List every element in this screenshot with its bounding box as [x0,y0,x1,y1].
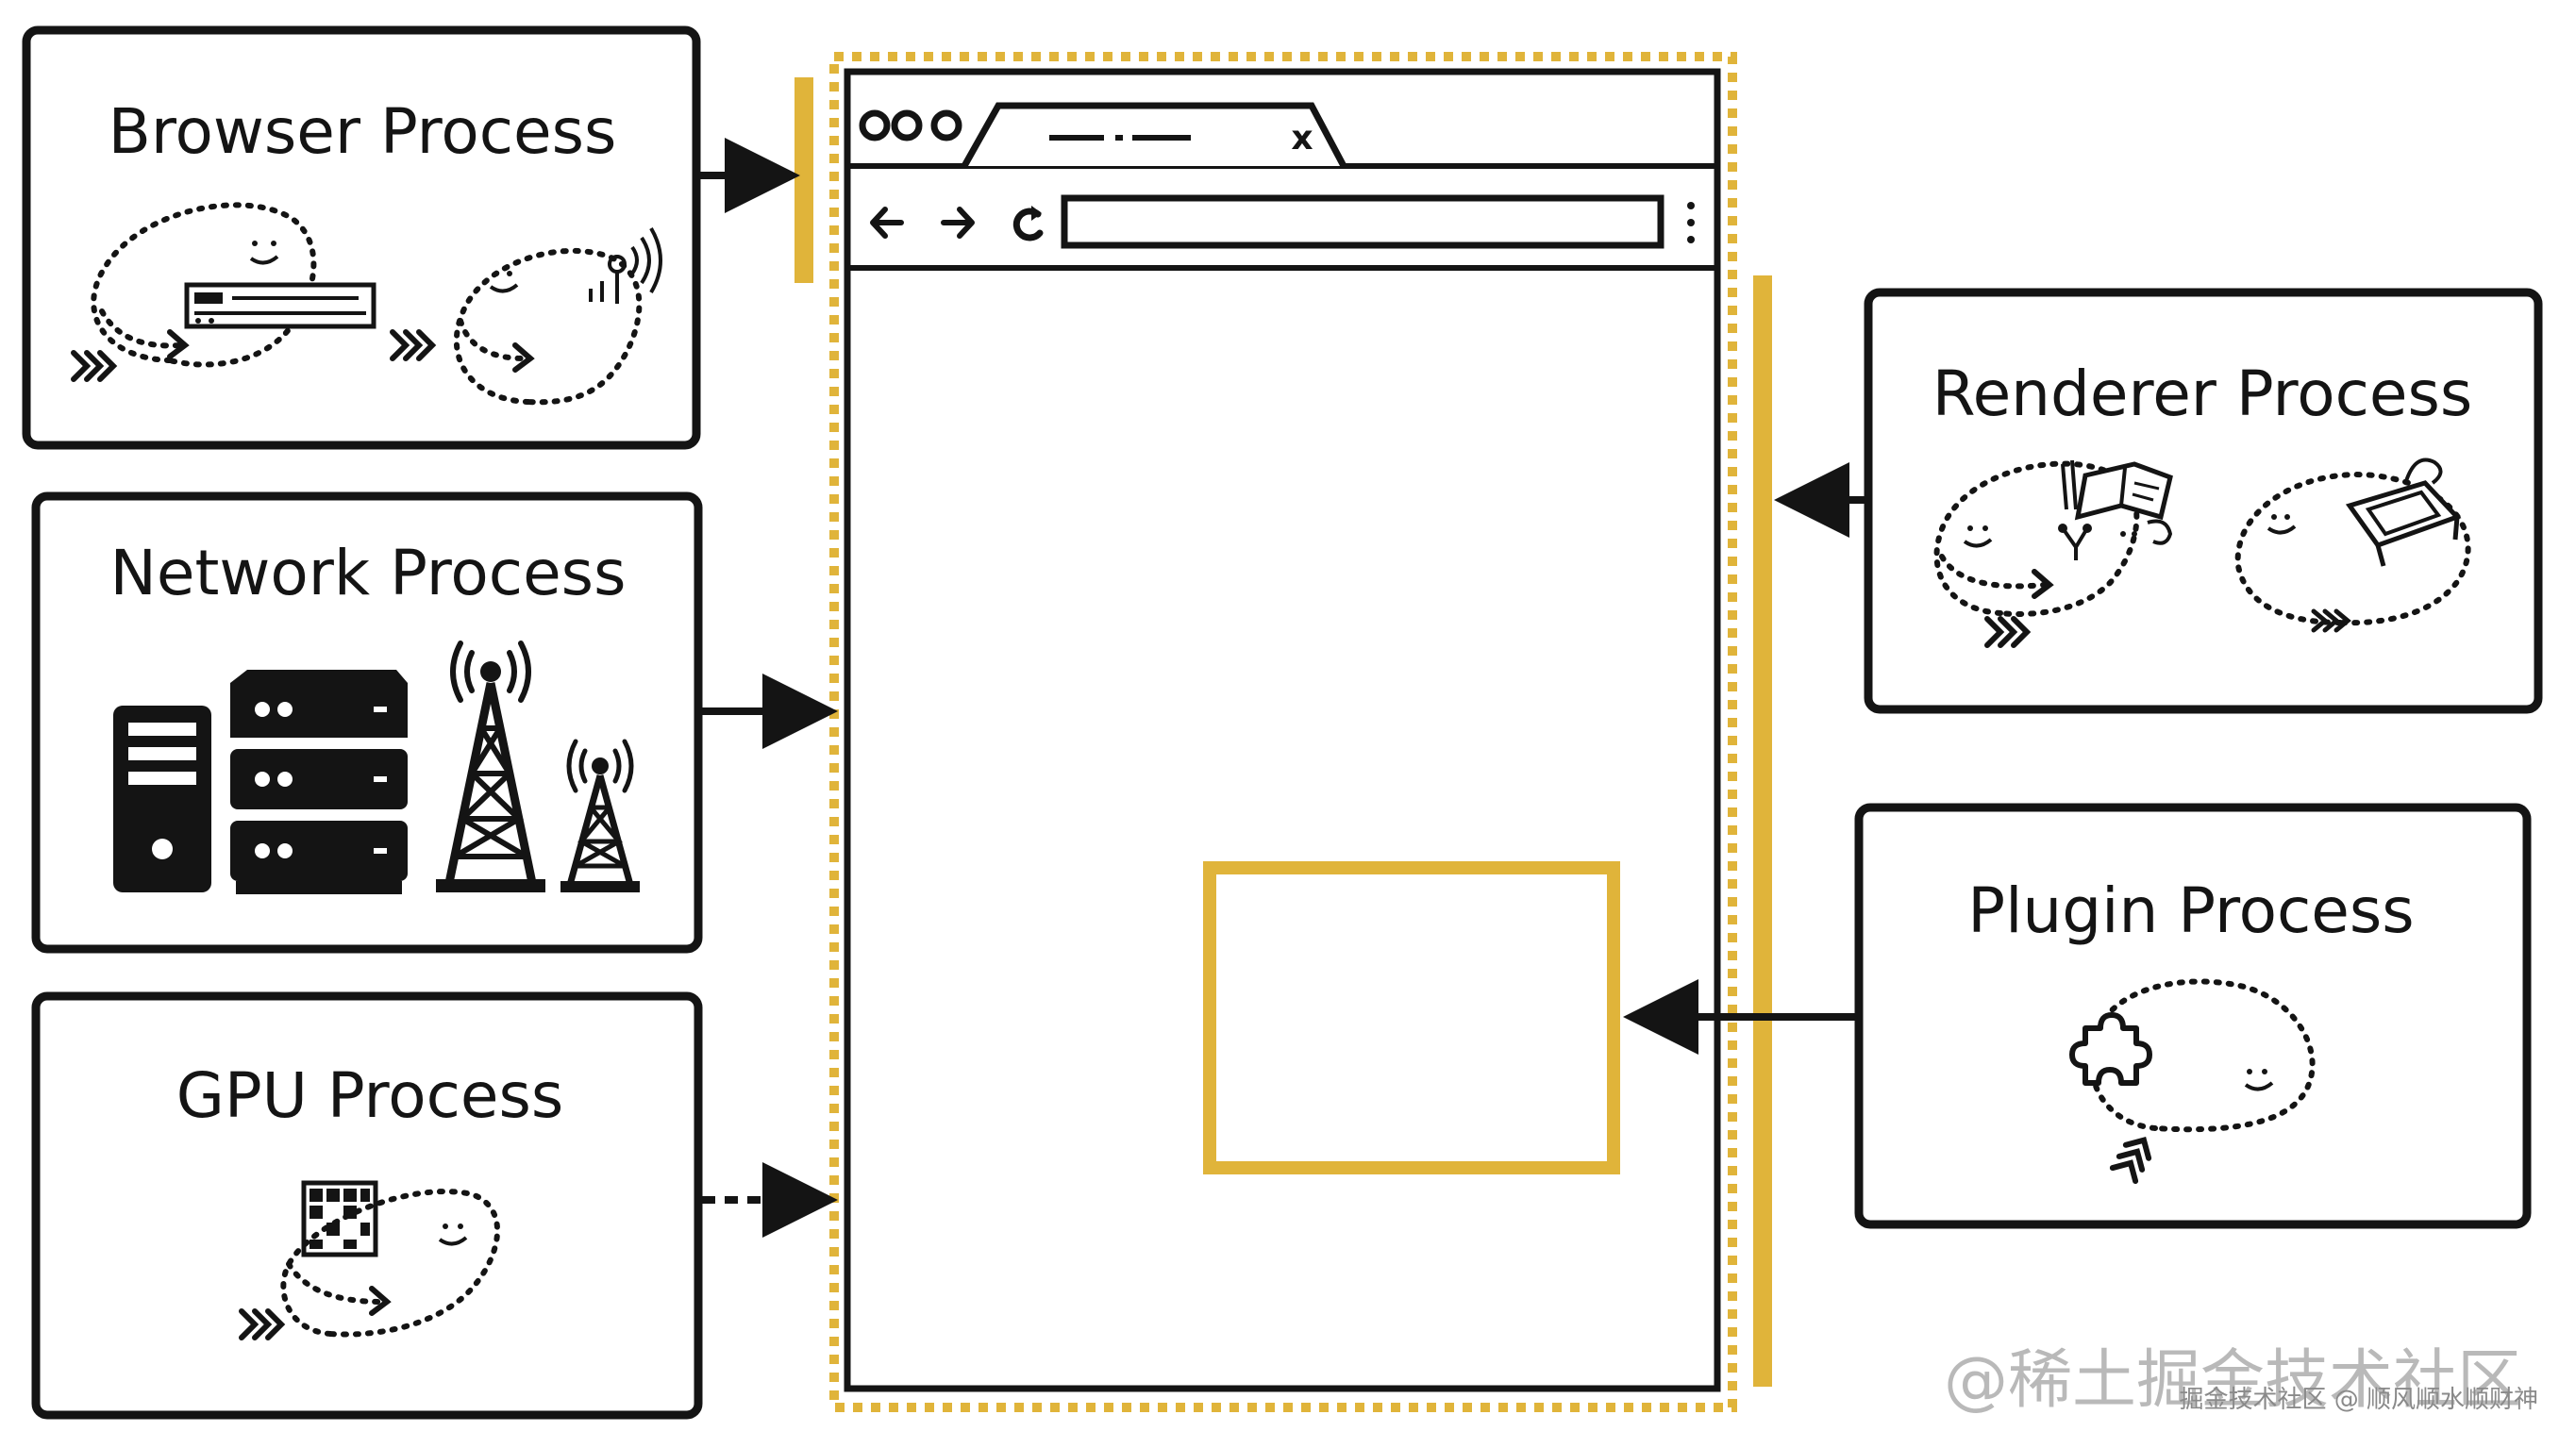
renderer-process-title: Renderer Process [1932,358,2473,430]
back-button[interactable] [870,207,904,239]
gpu-chip-icon [301,1180,378,1257]
reload-icon [1012,208,1044,241]
window-control-dots[interactable] [859,109,962,141]
tab-close-icon[interactable]: x [1291,119,1313,158]
radio-tower-icon [560,739,640,892]
book-icon [2058,459,2173,560]
server-rack-icon [230,670,408,894]
reload-button[interactable] [1012,206,1044,241]
smiley-blob-icon [239,1189,500,1340]
ipc-arrows [700,138,1865,1238]
gpu-process-title: GPU Process [176,1059,564,1132]
antenna-icon [589,226,662,304]
puzzle-piece-icon [2069,1012,2152,1086]
browser-tab[interactable]: x [961,102,1347,168]
menu-kebab-icon[interactable] [1687,202,1695,243]
browser-ui-highlight-bar [795,77,813,283]
laptop-icon [2345,458,2462,567]
browser-process-title: Browser Process [109,95,617,168]
forward-button[interactable] [941,207,975,239]
browser-process-box: Browser Process [22,25,701,450]
browser-chrome-device-icon [184,282,376,329]
renderer-content-highlight-bar [1753,275,1772,1387]
watermark-large-text: @稀土掘金技术社区 [1944,1343,2521,1418]
plugin-content-region [1203,861,1620,1174]
tower-computer-icon [113,706,211,892]
network-process-title: Network Process [110,537,627,609]
browser-window: x [829,52,1737,1412]
gpu-process-box: GPU Process [31,991,703,1420]
forward-arrow-icon [941,207,975,239]
radio-tower-icon [436,641,545,892]
watermark: @稀土掘金技术社区 掘金技术社区 @ 顺风顺水顺财神 [1944,1343,2538,1418]
watermark-small-text: 掘金技术社区 @ 顺风顺水顺财神 [2179,1386,2538,1414]
back-arrow-icon [870,207,904,239]
plugin-process-box: Plugin Process [1854,803,2532,1229]
smiley-blob-icon [390,247,643,406]
smiley-blob-icon [2234,472,2471,633]
address-bar[interactable] [1061,194,1664,249]
network-process-box: Network Process [31,491,703,954]
renderer-process-box: Renderer Process [1864,288,2543,714]
smiley-blob-icon [71,202,317,382]
plugin-process-title: Plugin Process [1967,874,2414,947]
